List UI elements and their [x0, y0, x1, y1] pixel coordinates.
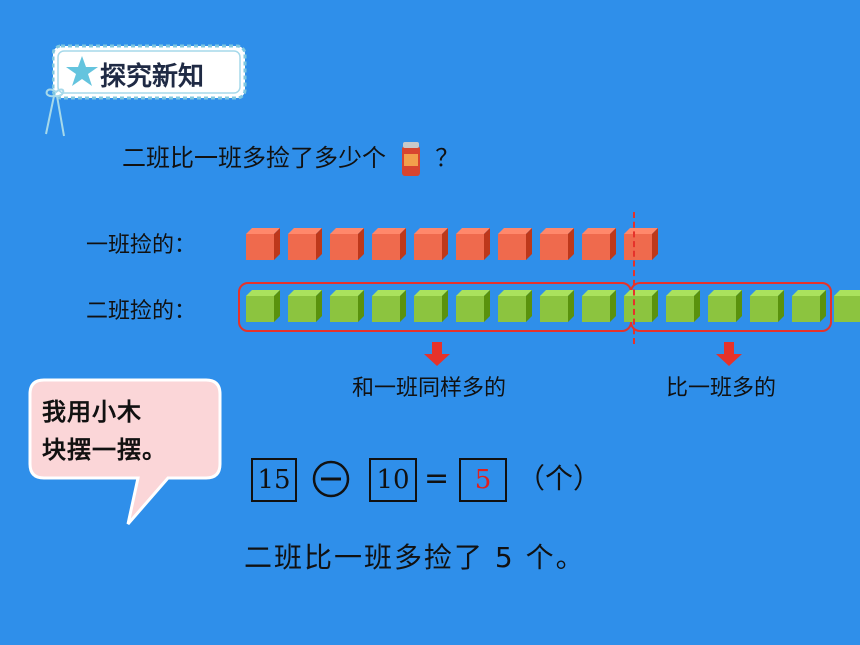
- block-icon: [624, 290, 658, 322]
- divider-line: [633, 212, 635, 344]
- block-icon: [498, 290, 532, 322]
- block-icon: [834, 290, 860, 322]
- unit-label: （个）: [517, 462, 602, 495]
- block-icon: [246, 228, 280, 260]
- block-icon: [540, 228, 574, 260]
- minus-circle-icon: [312, 460, 350, 498]
- block-icon: [288, 290, 322, 322]
- block-icon: [414, 228, 448, 260]
- bubble-line-2: 块摆一摆。: [42, 436, 167, 464]
- block-icon: [540, 290, 574, 322]
- answer-sentence: 二班比一班多捡了 5 个。: [244, 541, 586, 574]
- down-arrow-icon: [424, 342, 450, 366]
- cube-row-class2: [246, 290, 860, 322]
- down-arrow-icon: [716, 342, 742, 366]
- block-icon: [750, 290, 784, 322]
- block-icon: [372, 290, 406, 322]
- block-icon: [414, 290, 448, 322]
- block-icon: [288, 228, 322, 260]
- cube-row-class1: [246, 228, 660, 260]
- block-icon: [708, 290, 742, 322]
- block-icon: [372, 228, 406, 260]
- result-box: 5: [459, 458, 507, 502]
- block-icon: [666, 290, 700, 322]
- block-icon: [456, 290, 490, 322]
- section-tag-label: 探究新知: [100, 62, 205, 92]
- block-icon: [330, 228, 364, 260]
- subtrahend-box: 10: [369, 458, 417, 502]
- row-label-class2: 二班捡的：: [86, 299, 197, 324]
- question: 二班比一班多捡了多少个 ？: [122, 138, 459, 178]
- block-icon: [246, 290, 280, 322]
- can-icon: [401, 142, 420, 176]
- question-text: 二班比一班多捡了多少个: [122, 144, 386, 172]
- block-icon: [624, 228, 658, 260]
- block-icon: [498, 228, 532, 260]
- block-icon: [792, 290, 826, 322]
- row-label-class1: 一班捡的：: [86, 233, 197, 258]
- bubble-text: 我用小木 块摆一摆。: [42, 393, 212, 469]
- section-tag: 探究新知: [51, 44, 248, 102]
- bubble-line-1: 我用小木: [42, 398, 142, 426]
- equals-sign: =: [424, 461, 450, 496]
- ribbon-icon: [45, 88, 65, 137]
- block-icon: [330, 290, 364, 322]
- minuend-box: 15: [251, 458, 297, 502]
- caption-same: 和一班同样多的: [352, 376, 507, 401]
- block-icon: [582, 228, 616, 260]
- section-tag-frame: [51, 44, 247, 100]
- question-mark: ？: [435, 144, 460, 172]
- block-icon: [456, 228, 490, 260]
- block-icon: [582, 290, 616, 322]
- star-icon: [66, 56, 98, 86]
- caption-more: 比一班多的: [666, 376, 777, 401]
- speech-bubble: [28, 378, 222, 525]
